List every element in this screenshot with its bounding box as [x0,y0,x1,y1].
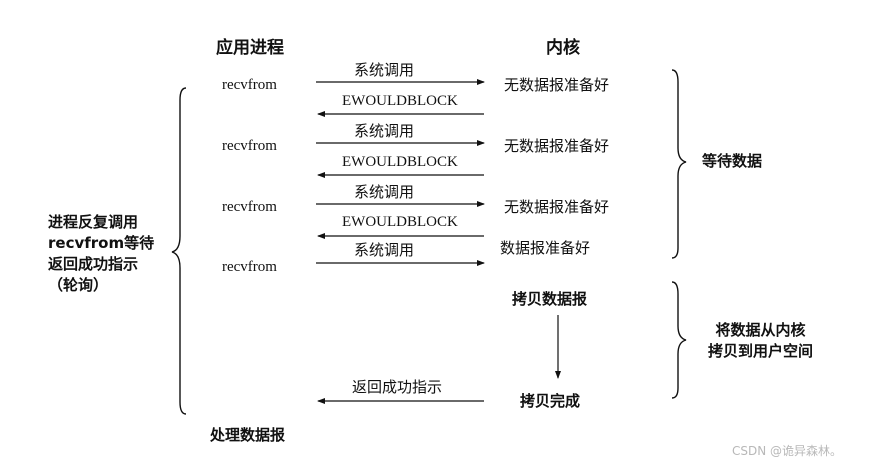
kernel-state-3: 无数据报准备好 [504,198,610,216]
syscall-label-2: 系统调用 [354,122,415,140]
recvfrom-call-1: recvfrom [222,77,277,93]
kernel-state-4: 数据报准备好 [500,239,591,257]
wait-brace [671,69,687,259]
polling-line-3: 返回成功指示 [48,255,139,273]
copy-brace [671,281,687,399]
ewouldblock-label-1: EWOULDBLOCK [342,93,458,109]
syscall-label-1: 系统调用 [354,61,415,79]
recvfrom-call-4: recvfrom [222,259,277,275]
polling-line-2: recvfrom等待 [48,234,155,252]
recvfrom-call-2: recvfrom [222,138,277,154]
syscall-label-3: 系统调用 [354,183,415,201]
ewouldblock-label-2: EWOULDBLOCK [342,154,458,170]
return-success-label: 返回成功指示 [352,378,443,396]
kernel-state-1: 无数据报准备好 [504,76,610,94]
recvfrom-call-3: recvfrom [222,199,277,215]
copy-phase-line-2: 拷贝到用户空间 [708,342,814,360]
left-brace [171,87,187,415]
polling-line-4: （轮询） [48,276,109,294]
polling-description: 进程反复调用 recvfrom等待 返回成功指示 （轮询） [48,212,154,296]
kernel-state-2: 无数据报准备好 [504,137,610,155]
wait-data-label: 等待数据 [702,152,763,170]
ewouldblock-label-3: EWOULDBLOCK [342,214,458,230]
csdn-watermark: CSDN @诡异森林。 [732,444,843,458]
copy-phase-line-1: 将数据从内核 [715,321,806,339]
copy-phase-description: 将数据从内核 拷贝到用户空间 [708,320,813,362]
kernel-header: 内核 [546,38,580,58]
copy-datagram-label: 拷贝数据报 [512,290,588,308]
app-process-header: 应用进程 [216,38,284,58]
copy-done-label: 拷贝完成 [520,392,581,410]
syscall-label-4: 系统调用 [354,241,415,259]
polling-line-1: 进程反复调用 [48,213,139,231]
process-datagram-label: 处理数据报 [210,426,286,444]
